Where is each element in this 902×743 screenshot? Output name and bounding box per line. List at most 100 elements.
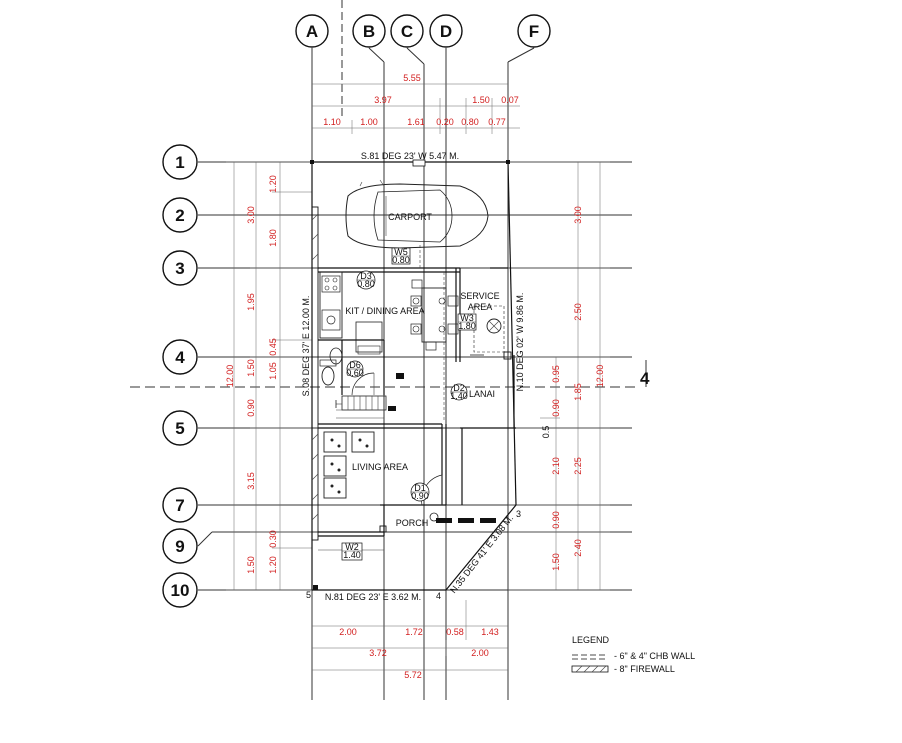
bearing-top: S.81 DEG 23' W 5.47 M. [361, 151, 459, 161]
bearing-left: S.08 DEG 37' E 12.00 M. [301, 296, 311, 397]
car [345, 179, 489, 249]
column-label-a: A [306, 22, 318, 41]
dim-left-mid-3: 0.90 [246, 399, 256, 417]
dim-left-inner-3: 1.05 [268, 362, 278, 380]
interior-walls [318, 245, 516, 551]
row-label-3: 3 [175, 259, 184, 278]
corner-mark-3: 3 [516, 509, 521, 519]
tag-d2: D2 1.40 [450, 383, 468, 401]
legend: LEGEND - 6" & 4" CHB WALL - 8" FIREWALL [571, 635, 695, 674]
dim-right-small: 0.5 [541, 426, 551, 439]
column-grid-lines [311, 0, 535, 700]
tag-d1-size: 0.90 [411, 491, 429, 501]
right-dimension-lines [508, 161, 610, 591]
tag-w5-size: 0.80 [392, 255, 410, 265]
top-dimension-lines [312, 83, 520, 134]
column-bubble-c: C [390, 14, 424, 48]
tag-d3-code: D3 [360, 271, 372, 281]
top-dimensions: 5.55 3.97 1.50 0.07 1.10 1.00 1.61 0.20 … [323, 73, 519, 127]
service-area-fixtures [473, 305, 505, 353]
opening-tags: W5 0.80 D3 0.80 W3 1.80 D6 0.60 D2 1.40 [341, 247, 477, 561]
room-service-line2: AREA [468, 302, 493, 312]
dim-bottom-r2-1: 2.00 [471, 648, 489, 658]
tag-w5: W5 0.80 [391, 247, 411, 265]
row-label-2: 2 [175, 206, 184, 225]
column-bubble-f: F [517, 14, 551, 48]
row-label-5: 5 [175, 419, 184, 438]
section-marker: 4 [640, 360, 650, 388]
tag-d2-size: 1.40 [450, 391, 468, 401]
dim-bottom-overall: 5.72 [404, 670, 422, 680]
tag-w3-code: W3 [460, 313, 474, 323]
left-dimensions: 12.00 3.00 1.95 1.50 0.90 3.15 1.50 1.20… [225, 175, 278, 574]
column-label-d: D [440, 22, 452, 41]
bearing-bottom: N.81 DEG 23' E 3.62 M. [325, 592, 421, 602]
corner-columns [379, 351, 512, 533]
room-living: LIVING AREA [352, 462, 408, 472]
row-bubble-7: 7 [162, 487, 198, 523]
firewall-left [311, 206, 319, 541]
dim-right-outer: 12.00 [595, 365, 605, 388]
dim-bottom-r1-1: 1.72 [405, 627, 423, 637]
tag-w2-code: W2 [345, 542, 359, 552]
row-bubble-3: 3 [162, 250, 198, 286]
row-bubble-2: 2 [162, 197, 198, 233]
legend-title: LEGEND [572, 635, 610, 645]
dim-top-r3-4: 0.80 [461, 117, 479, 127]
door-swings [421, 354, 484, 522]
left-dimension-lines [226, 161, 312, 591]
legend-firewall-swatch [571, 665, 609, 673]
tag-w5-code: W5 [394, 247, 408, 257]
room-lanai: LANAI [469, 389, 495, 399]
dim-bottom-r1-2: 0.58 [446, 627, 464, 637]
row-bubble-4: 4 [162, 339, 198, 375]
room-labels: CARPORT KIT / DINING AREA SERVICE AREA L… [345, 212, 499, 528]
room-porch: PORCH [396, 518, 429, 528]
dim-left-inner-0: 1.20 [268, 175, 278, 193]
column-bubble-d: D [429, 14, 463, 48]
dim-top-r2-2: 0.07 [501, 95, 519, 105]
column-bubble-b: B [352, 14, 386, 48]
tag-d6-code: D6 [349, 360, 361, 370]
dim-top-r2-0: 3.97 [374, 95, 392, 105]
dim-right-near-0: 0.95 [551, 365, 561, 383]
tag-d1: D1 0.90 [410, 482, 430, 502]
column-label-f: F [529, 22, 539, 41]
toilet-bath [319, 347, 375, 396]
bearing-diagonal: N.35 DEG 41' E 3.08 M. [448, 513, 515, 595]
row-bubble-10: 10 [162, 572, 198, 608]
dim-top-r3-3: 0.20 [436, 117, 454, 127]
tag-d2-code: D2 [453, 383, 465, 393]
dim-right-inner-3: 2.25 [573, 457, 583, 475]
dim-top-overall: 5.55 [403, 73, 421, 83]
legend-item-firewall: - 8" FIREWALL [614, 664, 675, 674]
row-label-7: 7 [175, 496, 184, 515]
section-mark-label: 4 [640, 369, 650, 388]
tag-d6-size: 0.60 [346, 368, 364, 378]
row-bubbles: 1 2 3 4 5 7 9 10 [162, 144, 198, 608]
tag-w2: W2 1.40 [341, 542, 363, 561]
dim-right-near-1: 0.90 [551, 399, 561, 417]
dim-right-near-4: 1.50 [551, 553, 561, 571]
tag-d3-size: 0.80 [357, 279, 375, 289]
dim-top-r3-2: 1.61 [407, 117, 425, 127]
dim-top-r3-1: 1.00 [360, 117, 378, 127]
tag-d1-code: D1 [414, 483, 426, 493]
stairs [335, 373, 404, 419]
dim-bottom-r1-3: 1.43 [481, 627, 499, 637]
corner-numbers: 5 4 3 [306, 509, 521, 601]
room-kitchen-dining: KIT / DINING AREA [345, 306, 424, 316]
room-service-line1: SERVICE [460, 291, 499, 301]
row-label-10: 10 [171, 581, 190, 600]
row-label-4: 4 [175, 348, 185, 367]
row-bubble-9: 9 [162, 528, 198, 564]
dim-bottom-r1-0: 2.00 [339, 627, 357, 637]
column-label-c: C [401, 22, 413, 41]
row-bubble-5: 5 [162, 410, 198, 446]
column-label-b: B [363, 22, 375, 41]
sofa-set [323, 431, 375, 499]
legend-chb-wall-swatch [572, 654, 608, 660]
column-bubbles: A B C D F [295, 14, 551, 48]
right-dimensions: 12.00 3.00 2.50 1.85 2.25 2.40 0.95 0.90… [541, 206, 605, 571]
